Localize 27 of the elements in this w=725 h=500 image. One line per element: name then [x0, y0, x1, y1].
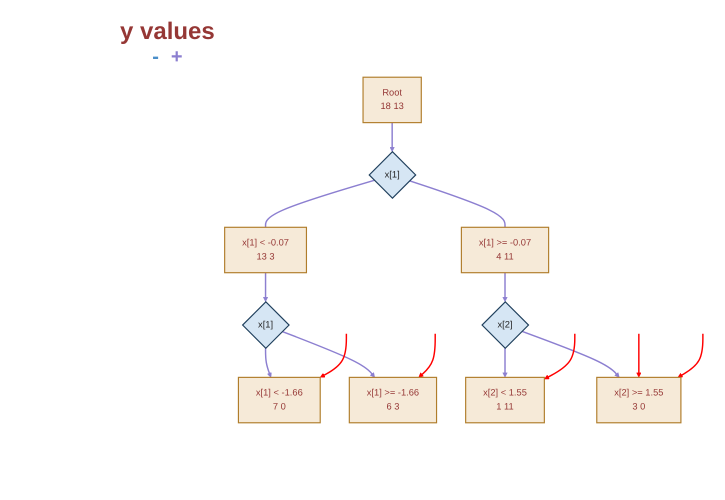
arrow: [522, 330, 620, 378]
node-box: x[1] < -0.07 13 3: [224, 226, 308, 274]
arrow: [264, 348, 272, 378]
node-box: x[1] < -1.66 7 0: [238, 376, 321, 424]
node-box: x[2] < 1.55 1 11: [465, 376, 545, 424]
arrow: [263, 272, 268, 302]
node-diamond: x[1]: [242, 300, 290, 350]
arrow: [636, 334, 642, 378]
connector: [264, 180, 374, 228]
node-box: x[1] >= -1.66 6 3: [348, 376, 438, 424]
arrow: [418, 334, 436, 378]
arrow: [320, 334, 348, 378]
arrow: [390, 122, 395, 152]
arrow: [502, 348, 508, 378]
node-diamond: x[2]: [481, 300, 530, 350]
node-box: x[1] >= -0.07 4 11: [460, 226, 550, 274]
legend-title: y values: [120, 18, 215, 46]
arrow: [678, 334, 704, 378]
legend-sign: -: [152, 46, 159, 69]
arrow: [502, 272, 508, 302]
arrow: [282, 330, 375, 378]
legend-sign: +: [170, 46, 183, 69]
node-box: Root 18 13: [362, 76, 422, 124]
arrow: [544, 334, 576, 380]
connector: [409, 180, 506, 228]
node-diamond: x[1]: [368, 150, 416, 200]
node-box: x[2] >= 1.55 3 0: [596, 376, 682, 424]
